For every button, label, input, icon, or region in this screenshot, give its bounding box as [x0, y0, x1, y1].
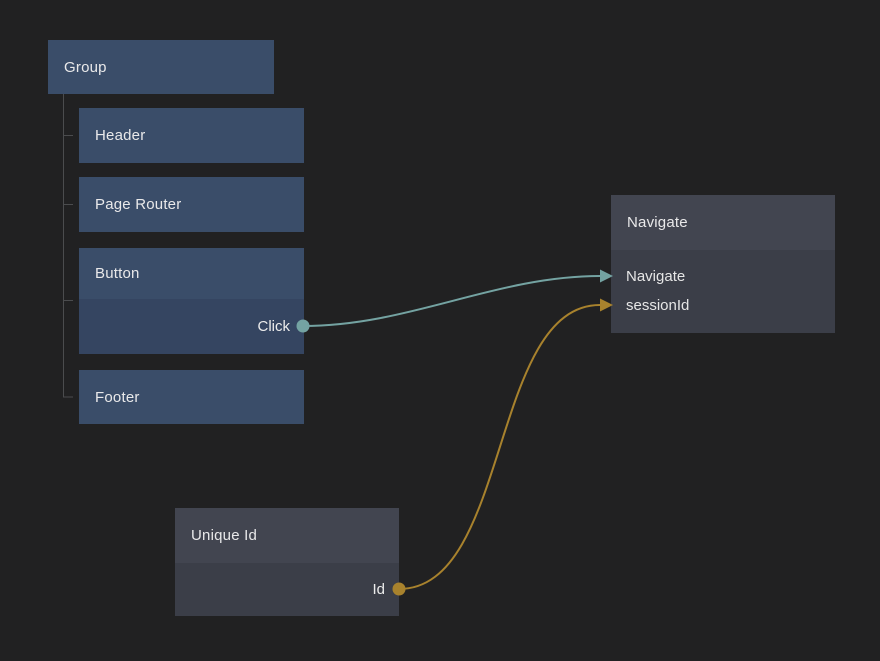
node-page-router-title: Page Router — [79, 177, 304, 232]
node-navigate[interactable]: Navigate Navigate sessionId — [611, 195, 835, 333]
node-footer[interactable]: Footer — [79, 370, 304, 424]
node-unique-id-title: Unique Id — [175, 508, 399, 563]
input-port-navigate[interactable]: Navigate — [611, 262, 835, 291]
output-port-click-label: Click — [257, 318, 291, 335]
output-port-id[interactable]: Id — [372, 563, 385, 616]
node-unique-id[interactable]: Unique Id Id — [175, 508, 399, 616]
node-group[interactable]: Group — [48, 40, 274, 94]
group-children-tree-line — [63, 94, 73, 398]
connection-id-to-sessionid[interactable] — [398, 304, 601, 590]
node-footer-title: Footer — [79, 370, 304, 424]
connection-click-to-navigate[interactable] — [302, 275, 601, 327]
input-port-navigate-label: Navigate — [626, 268, 686, 285]
node-button-ports: Click — [79, 299, 304, 354]
node-button[interactable]: Button Click — [79, 248, 304, 354]
node-group-title: Group — [48, 40, 274, 94]
node-page-router[interactable]: Page Router — [79, 177, 304, 232]
node-unique-id-ports: Id — [175, 563, 399, 616]
output-port-click[interactable]: Click — [258, 299, 291, 354]
node-header[interactable]: Header — [79, 108, 304, 163]
input-port-sessionid-label: sessionId — [626, 297, 690, 314]
node-header-title: Header — [79, 108, 304, 163]
input-port-sessionid[interactable]: sessionId — [611, 291, 835, 320]
node-button-title: Button — [79, 248, 304, 299]
node-navigate-title: Navigate — [611, 195, 835, 250]
node-navigate-ports: Navigate sessionId — [611, 250, 835, 333]
output-port-id-label: Id — [372, 581, 385, 598]
